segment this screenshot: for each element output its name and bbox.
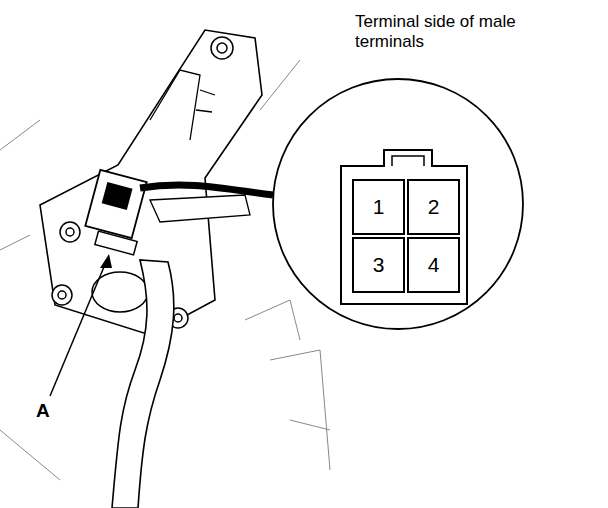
leader-line xyxy=(50,254,112,396)
terminal-number: 3 xyxy=(373,253,385,277)
terminal-number: 4 xyxy=(428,253,440,277)
terminal-number: 1 xyxy=(373,195,385,219)
terminal-cell: 4 xyxy=(407,237,460,293)
terminal-cell: 2 xyxy=(407,179,460,235)
view-heading: Terminal side of male terminals xyxy=(355,12,527,52)
part-label: A xyxy=(36,400,50,422)
bracket-spring xyxy=(150,70,215,140)
terminal-cell: 1 xyxy=(352,179,405,235)
terminal-number: 2 xyxy=(428,195,440,219)
switch-connector xyxy=(85,170,146,255)
terminal-cell: 3 xyxy=(352,237,405,293)
pedal-arm xyxy=(112,260,174,508)
wire-harness xyxy=(140,185,273,195)
pedal-boss xyxy=(92,272,148,312)
connector-outline xyxy=(341,150,467,304)
bolts xyxy=(52,37,233,328)
detail-circle: Terminal side of male terminals1234 xyxy=(272,78,524,330)
switch-body xyxy=(150,195,250,222)
